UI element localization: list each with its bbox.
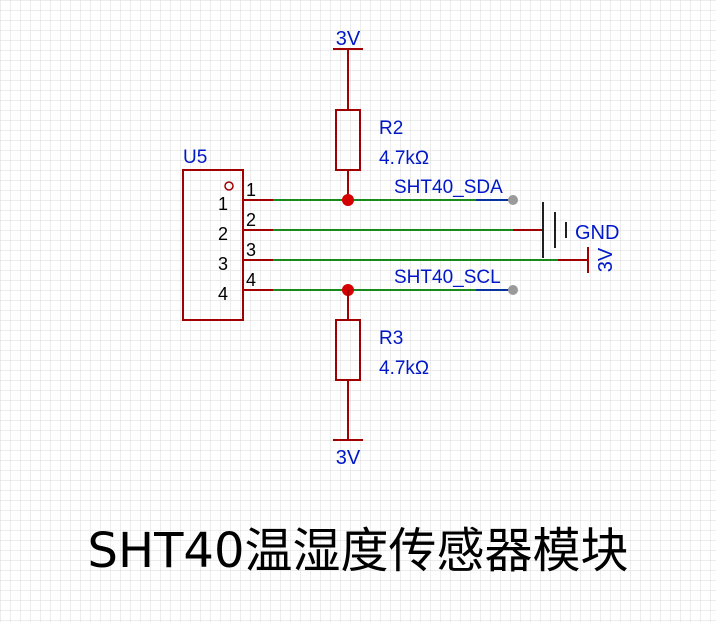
u5-body-pin-3: 3	[218, 254, 228, 274]
connector-u5[interactable]: U5 1 2 3 4 1 2 3 4	[182, 147, 273, 321]
net-sda-end-icon	[508, 195, 518, 205]
power-label-top: 3V	[336, 28, 361, 50]
power-port-top-3v[interactable]: 3V	[333, 28, 363, 80]
resistor-r3[interactable]: R3 4.7kΩ	[335, 290, 429, 410]
u5-pin-number-4: 4	[246, 270, 256, 290]
u5-body-pin-2: 2	[218, 224, 228, 244]
r2-ref: R2	[379, 118, 403, 139]
junction-sda	[342, 194, 354, 206]
u5-pin-number-3: 3	[246, 240, 256, 260]
gnd-label: GND	[575, 222, 619, 244]
r3-value: 4.7kΩ	[379, 358, 429, 379]
u5-ref: U5	[183, 147, 207, 168]
u5-body-pin-1: 1	[218, 194, 228, 214]
u5-body	[182, 169, 244, 321]
diagram-title: SHT40温湿度传感器模块	[88, 523, 629, 579]
u5-body-pin-4: 4	[218, 284, 228, 304]
net-label-scl[interactable]: SHT40_SCL	[394, 267, 518, 295]
pin1-marker-icon	[224, 181, 234, 191]
gnd-symbol[interactable]: GND	[513, 202, 619, 258]
power-label-bottom: 3V	[336, 447, 361, 469]
net-sda-text: SHT40_SDA	[394, 177, 503, 198]
r3-ref: R3	[379, 328, 403, 349]
power-port-bottom-3v[interactable]: 3V	[333, 410, 363, 469]
net-label-sda[interactable]: SHT40_SDA	[394, 177, 518, 205]
net-scl-text: SHT40_SCL	[394, 267, 501, 288]
r2-value: 4.7kΩ	[379, 148, 429, 169]
u5-pin-number-2: 2	[246, 210, 256, 230]
u5-pin-number-1: 1	[246, 180, 256, 200]
power-port-right-3v[interactable]: 3V	[558, 247, 617, 273]
power-label-right: 3V	[595, 247, 617, 272]
net-scl-end-icon	[508, 285, 518, 295]
resistor-r2[interactable]: R2 4.7kΩ	[335, 80, 429, 200]
